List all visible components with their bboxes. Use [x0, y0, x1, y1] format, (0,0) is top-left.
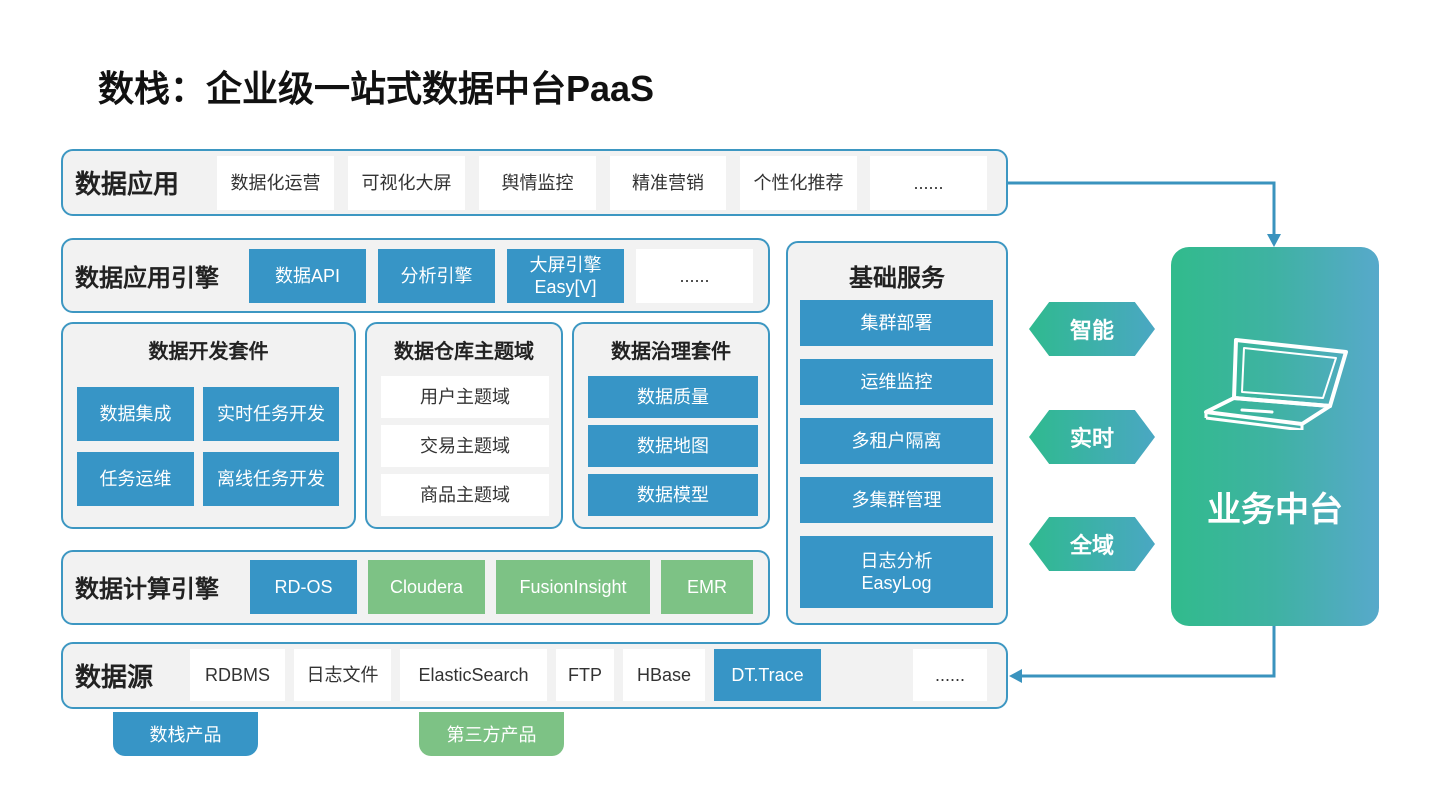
data-app-item: 精准营销: [610, 156, 726, 210]
governance-title: 数据治理套件: [611, 341, 731, 363]
governance-item: 数据地图: [588, 425, 758, 467]
app-engine-item: ......: [636, 249, 753, 303]
dev-suite-item: 实时任务开发: [203, 387, 339, 441]
business-platform-label: 业务中台: [1207, 491, 1343, 529]
compute-item: RD-OS: [250, 560, 357, 614]
legend-own-product: 数栈产品: [113, 712, 258, 756]
business-platform-panel: [1171, 247, 1379, 626]
feature-hex: 实时: [1029, 410, 1155, 464]
app-engine-item: 数据API: [249, 249, 366, 303]
data-app-label: 数据应用: [75, 169, 180, 199]
arrowhead-left: [1009, 669, 1022, 683]
source-item: ......: [913, 649, 987, 701]
data-app-item: 舆情监控: [479, 156, 596, 210]
arrowhead-down: [1267, 234, 1281, 247]
source-item: ElasticSearch: [400, 649, 547, 701]
source-item: 日志文件: [294, 649, 391, 701]
app-engine-item: 大屏引擎 Easy[V]: [507, 249, 624, 303]
governance-item: 数据模型: [588, 474, 758, 516]
feature-hex: 智能: [1029, 302, 1155, 356]
basic-service-item: 多租户隔离: [800, 418, 993, 464]
dev-suite-item: 数据集成: [77, 387, 194, 441]
app-engine-item: 分析引擎: [378, 249, 495, 303]
warehouse-item: 商品主题域: [381, 474, 549, 516]
sources-label: 数据源: [75, 662, 154, 692]
legend-third-party-product: 第三方产品: [419, 712, 564, 756]
compute-item: Cloudera: [368, 560, 485, 614]
compute-label: 数据计算引擎: [75, 576, 219, 603]
source-item: DT.Trace: [714, 649, 821, 701]
data-app-item: 个性化推荐: [740, 156, 857, 210]
data-app-item: 数据化运营: [217, 156, 334, 210]
arrow-app-to-business: [1008, 181, 1276, 238]
laptop-icon: [1204, 338, 1348, 430]
basic-service-item: 多集群管理: [800, 477, 993, 523]
data-app-item: 可视化大屏: [348, 156, 465, 210]
warehouse-item: 用户主题域: [381, 376, 549, 418]
source-item: HBase: [623, 649, 705, 701]
source-item: RDBMS: [190, 649, 285, 701]
data-app-item: ......: [870, 156, 987, 210]
dev-suite-item: 离线任务开发: [203, 452, 339, 506]
compute-item: EMR: [661, 560, 753, 614]
basic-service-item: 日志分析 EasyLog: [800, 536, 993, 608]
warehouse-item: 交易主题域: [381, 425, 549, 467]
basic-services-title: 基础服务: [849, 265, 945, 292]
governance-item: 数据质量: [588, 376, 758, 418]
basic-service-item: 集群部署: [800, 300, 993, 346]
dev-suite-title: 数据开发套件: [148, 341, 269, 363]
basic-service-item: 运维监控: [800, 359, 993, 405]
dev-suite-item: 任务运维: [77, 452, 194, 506]
source-item: FTP: [556, 649, 614, 701]
arrow-business-to-source: [1020, 626, 1276, 678]
feature-hex: 全域: [1029, 517, 1155, 571]
warehouse-title: 数据仓库主题域: [394, 341, 534, 363]
app-engine-label: 数据应用引擎: [75, 265, 219, 292]
compute-item: FusionInsight: [496, 560, 650, 614]
page-title: 数栈：企业级一站式数据中台PaaS: [98, 68, 655, 109]
